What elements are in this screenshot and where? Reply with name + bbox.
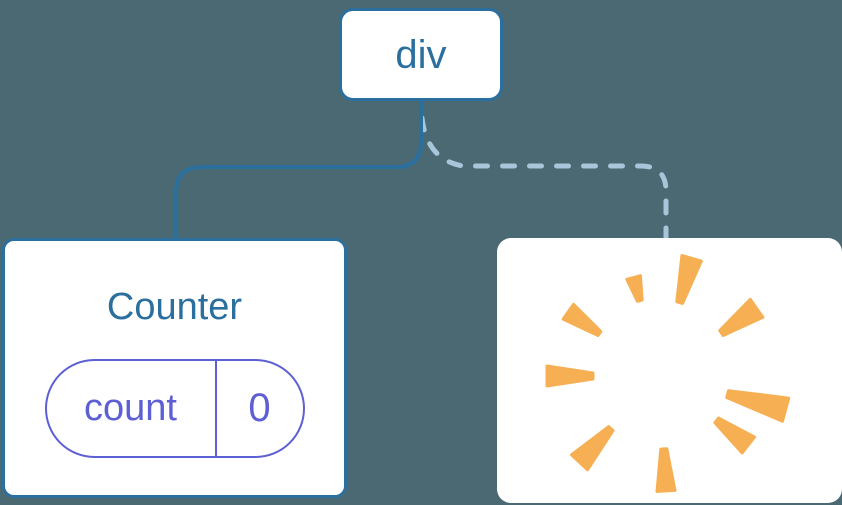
state-pill: count 0	[44, 359, 305, 458]
counter-node-title: Counter	[106, 286, 243, 328]
tree-node-div: div	[339, 8, 503, 101]
state-pill-value: 0	[248, 386, 271, 430]
state-pill-key: count	[47, 361, 217, 456]
solid-connector-line	[174, 101, 423, 239]
poof-starburst-icon	[545, 254, 791, 493]
dashed-connector-line	[419, 115, 669, 241]
tree-node-removed	[497, 238, 842, 503]
root-node-label: div	[395, 32, 447, 77]
tree-node-counter: Counter count 0	[2, 238, 347, 498]
